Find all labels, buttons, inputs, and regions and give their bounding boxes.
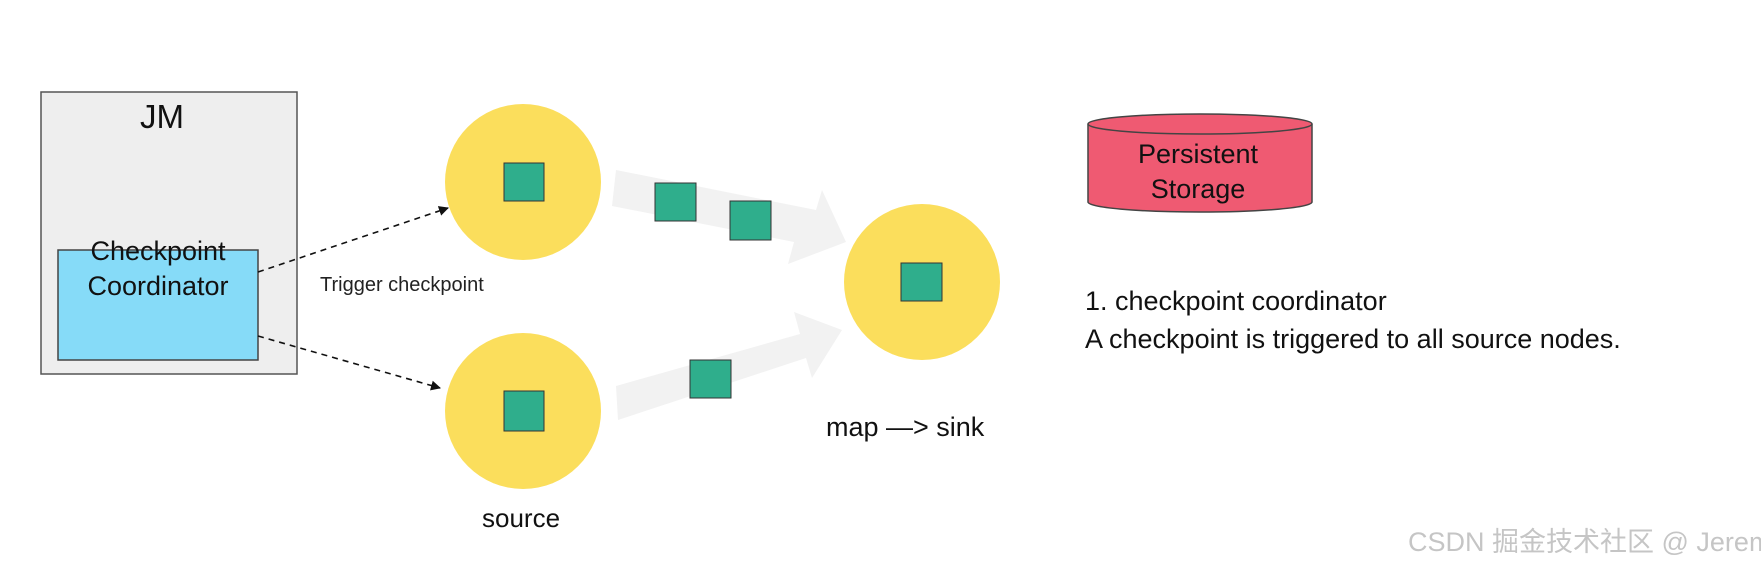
flow-arrow-top [612,170,846,264]
checkpoint-coordinator-line2: Coordinator [87,271,229,301]
jm-title: JM [140,98,184,135]
watermark-text: CSDN 掘金技术社区 @ JeremyDeYian [1408,527,1761,557]
record-square-top-2 [729,200,772,241]
trigger-arrow-bottom [257,335,441,391]
barrier-square-source-top [503,162,545,202]
persistent-storage-cylinder [1087,113,1313,213]
barrier-square-source-bottom [503,390,545,432]
trigger-arrow-top [257,206,449,273]
record-square-top-1 [654,182,697,222]
sink-label: map —> sink [826,412,985,442]
source-label: source [482,503,561,533]
persistent-storage-line1: Persistent [1137,139,1259,169]
checkpoint-coordinator-label: Checkpoint Coordinator [60,234,256,304]
persistent-storage-line2: Storage [1150,174,1246,204]
note-step-description: A checkpoint is triggered to all source … [1085,324,1621,354]
record-square-bottom [689,359,732,399]
checkpoint-coordinator-box [57,249,259,361]
persistent-storage-label: Persistent Storage [1088,137,1308,207]
barrier-square-sink [900,262,943,302]
note-step-title: 1. checkpoint coordinator [1085,286,1387,316]
checkpoint-coordinator-line1: Checkpoint [90,236,226,266]
trigger-checkpoint-label: Trigger checkpoint [320,274,484,296]
